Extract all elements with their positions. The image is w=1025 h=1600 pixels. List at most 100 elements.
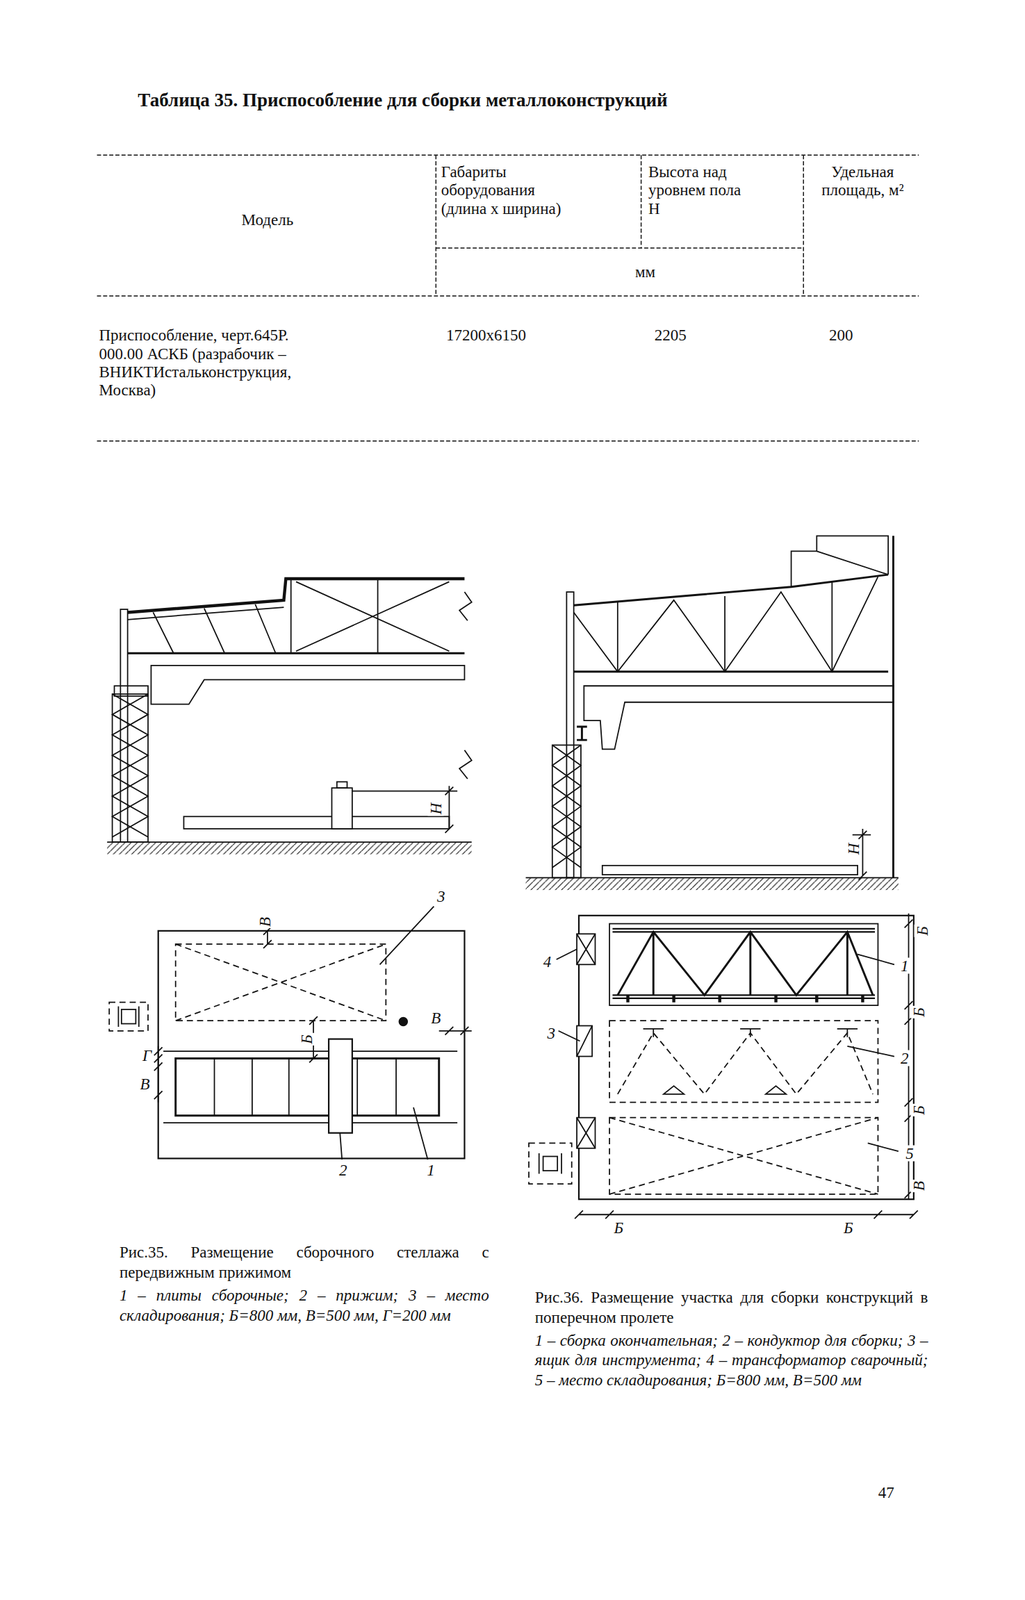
plan-36 xyxy=(609,1020,878,1103)
dimension-label: В xyxy=(911,1179,928,1193)
plan-36 xyxy=(612,929,875,999)
figure-caption: Рис.35. Размещение сборочного стеллажа с… xyxy=(119,1243,490,1284)
hall-section-36 xyxy=(576,726,588,741)
table-rules xyxy=(802,154,804,297)
hall-section-35 xyxy=(120,609,128,843)
callout-number: 2 xyxy=(899,1050,911,1067)
plan-35 xyxy=(339,906,434,1160)
dimension-label: Б xyxy=(911,1104,928,1118)
dimension-label: В xyxy=(256,915,273,929)
figure-caption: Рис.36. Размещение участка для сборки ко… xyxy=(535,1288,929,1329)
caption-block: Рис.35. Размещение сборочного стеллажа с… xyxy=(119,1243,490,1326)
table-rules xyxy=(97,154,920,156)
plan-36 xyxy=(528,1143,572,1185)
table-header: Модель xyxy=(240,211,296,228)
page-illustration xyxy=(97,154,920,1219)
plan-36 xyxy=(576,1118,595,1149)
plan-36 xyxy=(628,995,864,1003)
dimension-label: H xyxy=(428,801,445,816)
plan-35 xyxy=(439,1027,472,1036)
plan-36 xyxy=(576,933,595,965)
plan-35 xyxy=(163,1122,458,1124)
dimension-label: Б xyxy=(842,1220,855,1237)
hall-section-35 xyxy=(107,842,472,855)
plan-36 xyxy=(574,1210,918,1219)
table-rules xyxy=(435,247,804,249)
plan-35 xyxy=(263,927,272,949)
plan-35 xyxy=(175,944,387,1021)
hall-section-35 xyxy=(459,592,472,779)
callout-number: 5 xyxy=(904,1145,916,1162)
hall-section-35 xyxy=(291,578,450,654)
dimension-label: Б xyxy=(298,1033,315,1046)
hall-section-36 xyxy=(602,865,858,875)
plan-36 xyxy=(609,1118,878,1195)
hall-section-36 xyxy=(574,574,889,606)
table-cell: 2205 xyxy=(654,326,687,345)
callout-number: 4 xyxy=(542,953,554,970)
plan-35 xyxy=(163,1050,458,1053)
plan-36 xyxy=(539,1153,562,1174)
hall-section-35 xyxy=(112,694,149,843)
plan-35 xyxy=(214,1058,397,1116)
callout-number: 1 xyxy=(899,957,911,974)
hall-section-35 xyxy=(152,604,276,654)
plan-36 xyxy=(576,1118,595,1149)
hall-section-35 xyxy=(112,694,149,838)
hall-section-35 xyxy=(183,816,449,830)
hall-section-35 xyxy=(331,788,352,830)
hall-section-35 xyxy=(150,665,465,705)
caption-block: Рис.36. Размещение участка для сборки ко… xyxy=(535,1288,929,1392)
hall-section-36 xyxy=(791,535,889,587)
figure-legend: 1 – сборка окончательная; 2 – кондуктор … xyxy=(535,1331,929,1392)
hall-section-36 xyxy=(574,576,879,672)
callout-number: 2 xyxy=(337,1161,349,1178)
plan-36 xyxy=(609,1118,878,1195)
table-rules xyxy=(97,440,920,442)
hall-section-35 xyxy=(114,685,149,697)
plan-35 xyxy=(121,1009,137,1025)
table-cell: Приспособление, черт.645Р. 000.00 АСКБ (… xyxy=(99,326,324,401)
table-cell: 200 xyxy=(829,326,854,345)
plan-36 xyxy=(643,1029,859,1095)
plan-36 xyxy=(578,915,914,1200)
dimension-label: Б xyxy=(612,1220,625,1237)
hall-section-36 xyxy=(583,685,893,750)
table-rules xyxy=(640,154,642,249)
plan-36 xyxy=(617,931,873,996)
hall-section-36 xyxy=(574,670,889,673)
table-rules xyxy=(435,154,437,297)
dimension-label: H xyxy=(845,842,862,857)
plan-36 xyxy=(528,1020,878,1195)
callout-number: 3 xyxy=(435,888,447,905)
plan-35 xyxy=(109,1002,149,1032)
plan-36 xyxy=(556,949,899,1152)
plan-35 xyxy=(328,1039,353,1134)
hall-section-35 xyxy=(127,652,465,655)
table-cell: 17200х6150 xyxy=(446,326,527,345)
plan-36 xyxy=(576,933,595,965)
figure-legend: 1 – плиты сборочные; 2 – прижим; 3 – мес… xyxy=(119,1286,490,1327)
hall-section-36 xyxy=(526,877,899,891)
table-title: Таблица 35. Приспособление для сборки ме… xyxy=(137,89,668,112)
table-header: Высота над уровнем пола H xyxy=(648,163,756,219)
page-number: 47 xyxy=(876,1484,896,1501)
hall-section-35 xyxy=(127,578,465,613)
table-unit: мм xyxy=(633,263,657,280)
plan-36 xyxy=(617,1033,873,1095)
plan-36 xyxy=(609,924,878,1007)
plan-35 xyxy=(154,1046,163,1103)
callout-number: 3 xyxy=(546,1025,558,1041)
hall-section-36 xyxy=(552,744,581,878)
plan-36 xyxy=(543,1157,559,1172)
plan-35 xyxy=(398,1018,408,1027)
dimension-label: Г xyxy=(141,1047,153,1064)
dimension-label: Б xyxy=(911,1006,928,1020)
plan-35 xyxy=(175,944,387,1021)
dimension-label: В xyxy=(138,1076,152,1093)
dimension-label: Б xyxy=(913,924,930,938)
table-rules xyxy=(97,154,920,441)
plan-35 xyxy=(175,1058,440,1116)
hall-section-36 xyxy=(892,535,895,878)
